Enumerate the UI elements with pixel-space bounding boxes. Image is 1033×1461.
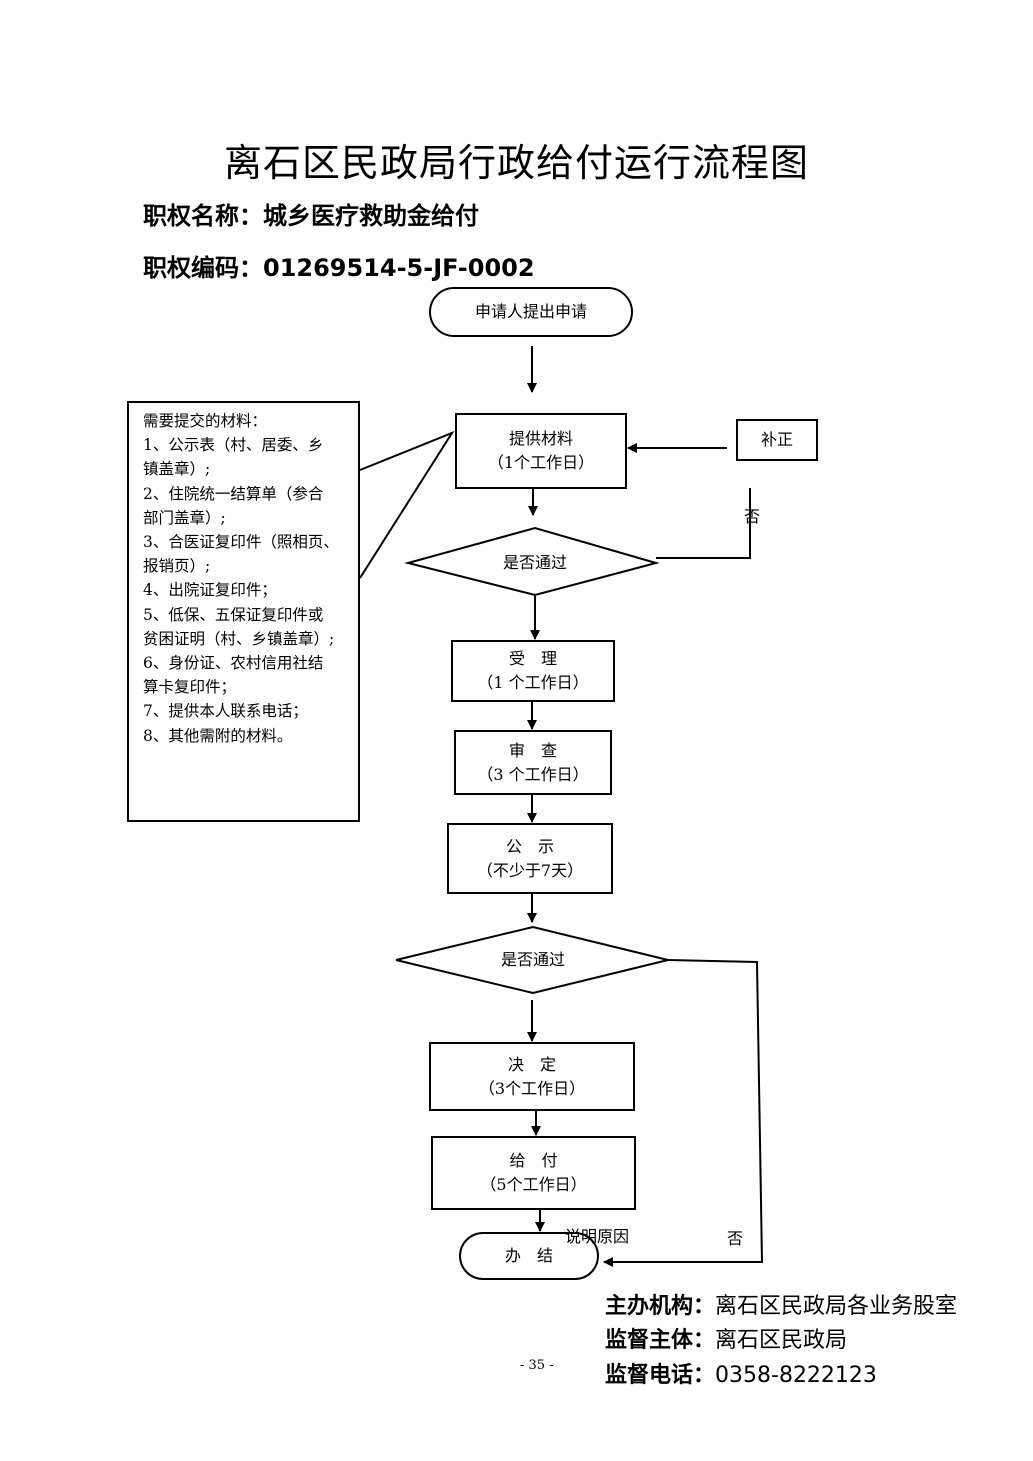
- footer-org-value: 离石区民政局各业务股室: [715, 1294, 958, 1319]
- review-node-shape: [454, 730, 612, 795]
- start-node-shape: [429, 287, 633, 337]
- arrow-decision2-no-to-end: [603, 959, 764, 1267]
- materials-line: 报销页）;: [143, 557, 211, 576]
- materials-line: 部门盖章）;: [143, 508, 226, 527]
- submit-node-duration: （1个工作日）: [487, 453, 595, 472]
- footer-supervisor-value: 离石区民政局: [715, 1328, 848, 1353]
- decision1-shape: [404, 526, 660, 597]
- materials-line: 3、合医证复印件（照相页、: [143, 533, 339, 552]
- start-node-label: 申请人提出申请: [474, 302, 587, 321]
- accept-node-title: 受 理: [508, 649, 557, 668]
- publicize-node-shape: [447, 823, 613, 894]
- decide-node-title: 决 定: [507, 1054, 556, 1074]
- materials-line: 贫困证明（村、乡镇盖章）;: [143, 629, 335, 648]
- accept-node-shape: [451, 640, 615, 702]
- materials-line: 5、低保、五保证复印件或: [143, 605, 324, 624]
- footer-supervisor-row: 监督主体：离石区民政局: [605, 1322, 847, 1354]
- footer-phone-row: 监督电话：0358-8222123: [605, 1357, 877, 1389]
- decide-node-duration: （3个工作日）: [478, 1078, 586, 1098]
- start-node: 申请人提出申请: [430, 288, 632, 336]
- materials-callout-pointer: [359, 430, 455, 579]
- end-node-shape: [459, 1232, 599, 1280]
- page-number: - 35 -: [520, 1358, 554, 1373]
- authority-name-label: 职权名称：: [143, 202, 263, 230]
- end-node: 办 结: [460, 1233, 598, 1279]
- accept-node: 受 理 （1 个工作日）: [452, 641, 614, 701]
- decision2-label: 是否通过: [500, 950, 565, 969]
- page-title: 离石区民政局行政给付运行流程图: [223, 141, 809, 185]
- decision2-no-label: 否: [727, 1229, 744, 1248]
- materials-line: 6、身份证、农村信用社结: [143, 654, 324, 673]
- materials-line: 算卡复印件；: [143, 678, 237, 697]
- decision1-no-label: 否: [744, 507, 761, 526]
- materials-box: 需要提交的材料： 1、公示表（村、居委、乡 镇盖章）; 2、住院统一结算单（参合…: [127, 401, 360, 822]
- materials-line: 8、其他需附的材料。: [143, 726, 293, 745]
- review-node-title: 审 查: [508, 740, 557, 760]
- materials-line: 4、出院证复印件；: [143, 581, 277, 600]
- pay-node-duration: （5个工作日）: [480, 1175, 587, 1194]
- footer-phone-label: 监督电话：: [605, 1363, 716, 1388]
- submit-node: 提供材料 （1个工作日）: [456, 414, 626, 488]
- authority-name-row: 职权名称：城乡医疗救助金给付: [143, 196, 479, 231]
- authority-name-value: 城乡医疗救助金给付: [263, 202, 479, 230]
- publicize-node-duration: （不少于7天）: [476, 860, 584, 880]
- submit-node-shape: [455, 413, 627, 489]
- supplement-node-label: 补正: [760, 430, 793, 449]
- authority-code-label: 职权编码：: [143, 254, 263, 282]
- materials-line: 镇盖章）;: [143, 460, 211, 479]
- decide-node: 决 定 （3个工作日）: [430, 1043, 634, 1110]
- materials-heading: 需要提交的材料：: [143, 412, 268, 430]
- footer-org-row: 主办机构：离石区民政局各业务股室: [605, 1288, 957, 1320]
- footer-org-label: 主办机构：: [605, 1294, 716, 1319]
- pay-node-shape: [431, 1136, 636, 1210]
- publicize-node-title: 公 示: [505, 836, 554, 856]
- supplement-node: 补正: [737, 420, 817, 460]
- footer-phone-value: 0358-8222123: [715, 1363, 877, 1388]
- end-node-label: 办 结: [504, 1246, 553, 1265]
- supplement-node-shape: [736, 419, 818, 461]
- pay-node: 给 付 （5个工作日）: [432, 1137, 635, 1209]
- accept-node-duration: （1 个工作日）: [477, 673, 589, 692]
- review-node: 审 查 （3 个工作日）: [455, 731, 611, 794]
- pay-node-title: 给 付: [509, 1151, 558, 1170]
- footer-supervisor-label: 监督主体：: [605, 1328, 716, 1353]
- publicize-node: 公 示 （不少于7天）: [448, 824, 612, 893]
- decision2-node: 是否通过: [458, 945, 608, 975]
- authority-code-value: 01269514-5-JF-0002: [263, 254, 535, 282]
- review-node-duration: （3 个工作日）: [477, 764, 589, 784]
- decision1-node: 是否通过: [460, 548, 610, 578]
- materials-line: 1、公示表（村、居委、乡: [143, 436, 324, 455]
- materials-line: 7、提供本人联系电话；: [143, 702, 308, 721]
- decision1-label: 是否通过: [502, 553, 567, 572]
- materials-line: 2、住院统一结算单（参合: [143, 484, 324, 503]
- decide-node-shape: [429, 1042, 635, 1111]
- authority-code-row: 职权编码：01269514-5-JF-0002: [143, 248, 535, 283]
- line-decision1-no: [656, 488, 751, 559]
- submit-node-title: 提供材料: [508, 429, 573, 448]
- explain-reason-label: 说明原因: [565, 1227, 630, 1246]
